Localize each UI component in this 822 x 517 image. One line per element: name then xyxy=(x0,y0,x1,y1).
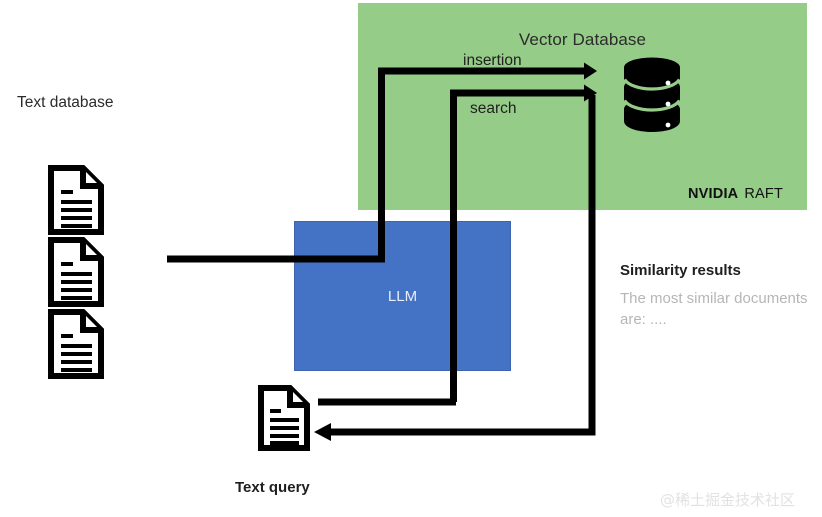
watermark: @稀土掘金技术社区 xyxy=(660,491,796,509)
nvidia-vendor-label: NVIDIA xyxy=(688,186,739,202)
text-database-label: Text database xyxy=(17,94,114,111)
database-cylinder-icon xyxy=(622,57,682,133)
document-icon xyxy=(48,165,104,235)
llm-label: LLM xyxy=(387,288,418,305)
insertion-edge-label: insertion xyxy=(463,52,522,69)
vector-database-title: Vector Database xyxy=(518,30,647,49)
document-icon xyxy=(258,385,310,451)
raft-product-label: RAFT xyxy=(744,186,784,202)
document-icon xyxy=(48,309,104,379)
search-edge-label: search xyxy=(470,100,517,117)
document-icon xyxy=(48,237,104,307)
similarity-results-body: The most similar documents are: .... xyxy=(620,290,808,328)
text-query-label: Text query xyxy=(235,479,310,496)
nvidia-raft-label: NVIDIA RAFT xyxy=(688,186,783,202)
similarity-results-title: Similarity results xyxy=(620,262,741,279)
